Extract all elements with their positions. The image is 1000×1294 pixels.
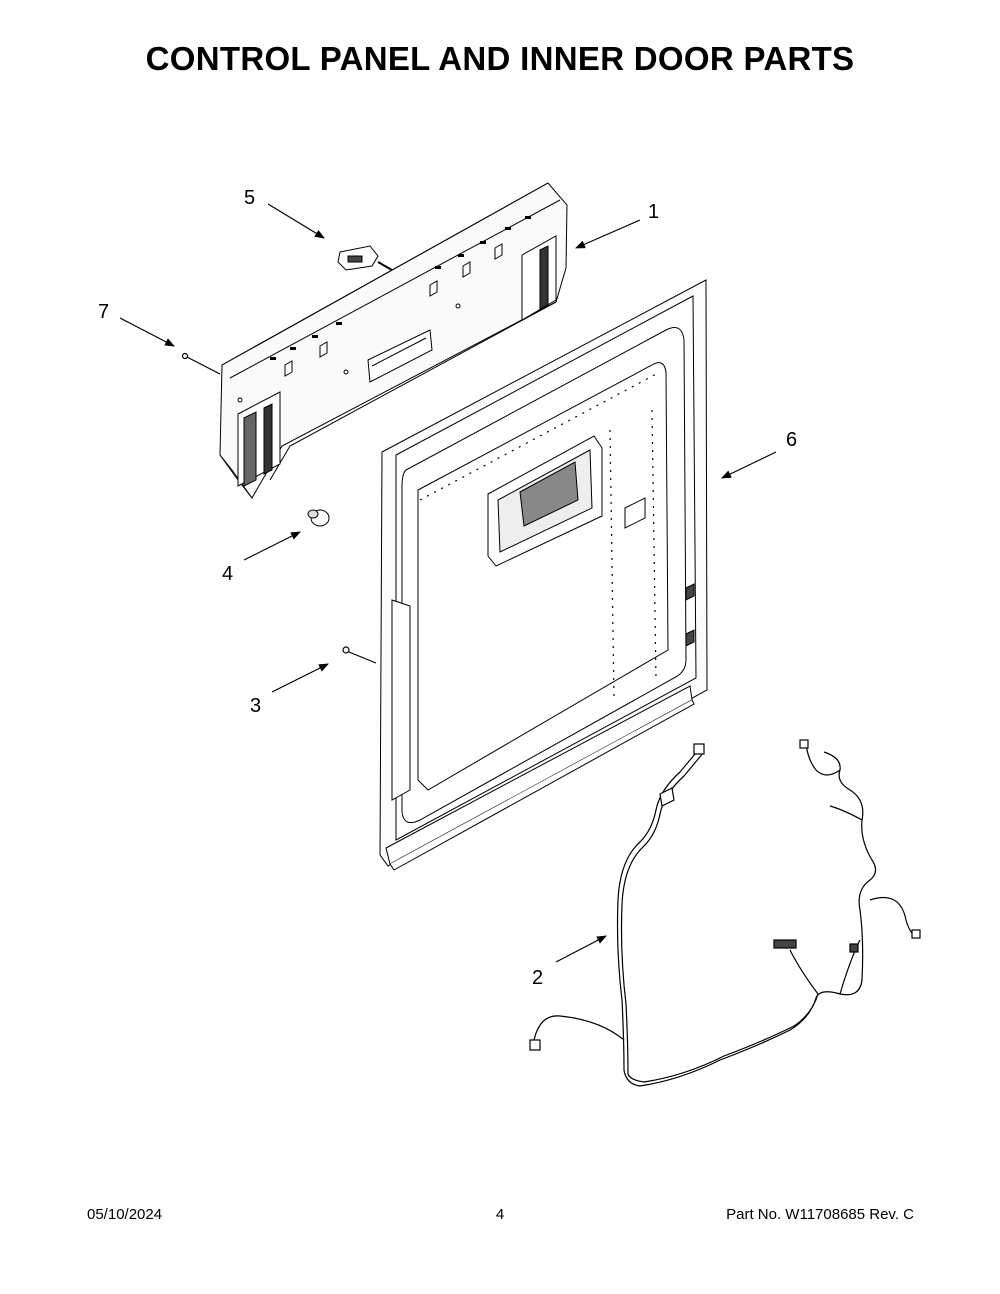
callout-arrow-2 xyxy=(555,935,607,963)
control-panel-drawing xyxy=(219,182,568,499)
callout-label-1: 1 xyxy=(648,201,659,223)
inner-door-dotted-lines xyxy=(419,371,661,701)
callout-arrow-5 xyxy=(267,203,325,239)
callout-label-4: 4 xyxy=(222,563,233,585)
footer-date: 05/10/2024 xyxy=(87,1206,163,1223)
callout-arrow-3 xyxy=(271,663,329,693)
page-title: CONTROL PANEL AND INNER DOOR PARTS xyxy=(145,40,855,77)
callout-label-6: 6 xyxy=(786,429,797,451)
footer-part-number: Part No. W11708685 Rev. C xyxy=(726,1206,914,1223)
callout-label-2: 2 xyxy=(532,967,543,989)
inner-door-drawing xyxy=(379,279,708,871)
callout-arrow-6 xyxy=(721,451,777,479)
callout-label-7: 7 xyxy=(98,301,109,323)
callout-label-3: 3 xyxy=(250,695,261,717)
wire-harness-drawing xyxy=(529,739,921,1087)
part-3-screw-drawing xyxy=(342,646,377,664)
callout-arrow-1 xyxy=(575,219,641,249)
callout-label-5: 5 xyxy=(244,187,255,209)
part-7-screw-drawing xyxy=(181,352,221,375)
part-5-switch-drawing xyxy=(337,245,393,271)
footer-page-number: 4 xyxy=(495,1206,505,1223)
callout-arrow-7 xyxy=(119,317,175,347)
callout-arrows xyxy=(119,203,777,963)
part-4-knob-drawing xyxy=(307,509,330,527)
callout-arrow-4 xyxy=(243,531,301,561)
